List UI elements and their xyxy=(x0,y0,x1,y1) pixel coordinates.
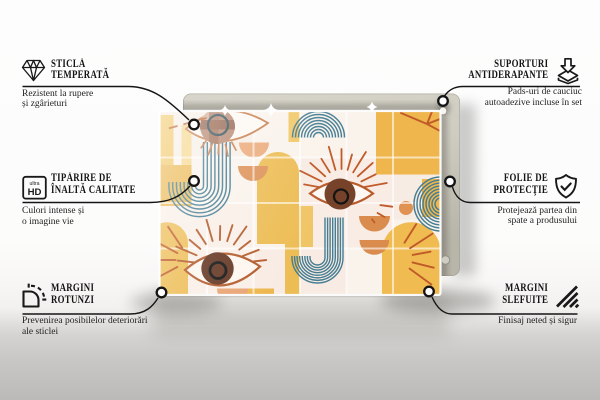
svg-text:HD: HD xyxy=(28,187,42,198)
svg-text:ultra: ultra xyxy=(29,181,39,187)
